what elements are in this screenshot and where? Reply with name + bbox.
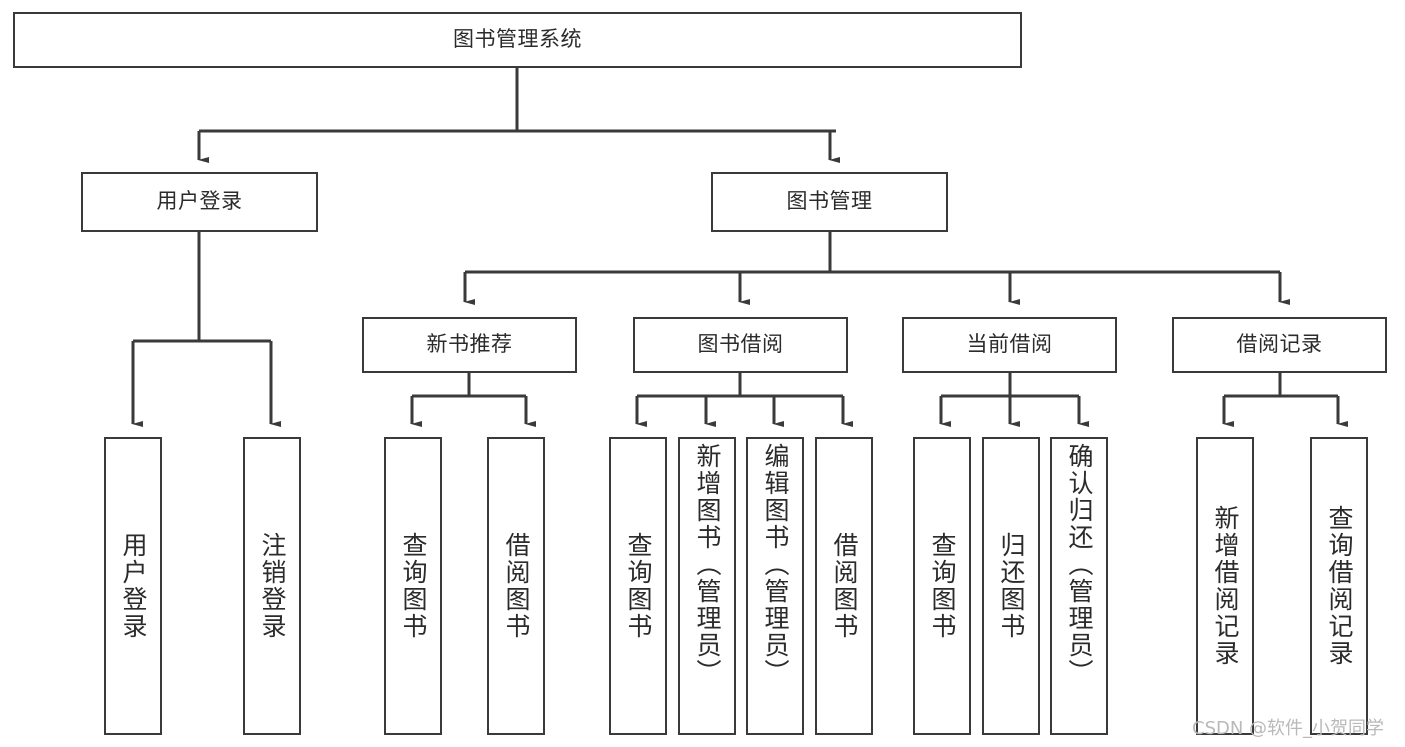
node-current-borrow[interactable]: 当前借阅 xyxy=(902,317,1117,373)
node-leaf-confirm-return-label: 确认归还（管理员） xyxy=(1065,443,1094,686)
node-new-book-rec-label: 新书推荐 xyxy=(426,332,513,357)
node-current-borrow-label: 当前借阅 xyxy=(966,332,1053,357)
node-leaf-add-record[interactable]: 新增借阅记录 xyxy=(1196,437,1254,735)
node-leaf-add-book-label: 新增图书（管理员） xyxy=(693,443,722,686)
node-user-login-label: 用户登录 xyxy=(156,189,243,214)
node-user-login[interactable]: 用户登录 xyxy=(81,172,318,232)
node-leaf-borrow-book-2-label: 借阅图书 xyxy=(830,532,859,640)
node-new-book-rec[interactable]: 新书推荐 xyxy=(362,317,577,373)
node-leaf-user-login-label: 用户登录 xyxy=(119,532,148,640)
node-book-manage[interactable]: 图书管理 xyxy=(711,172,948,232)
csdn-watermark: CSDN @软件_小贺同学 xyxy=(1192,718,1385,739)
node-leaf-edit-book-label: 编辑图书（管理员） xyxy=(761,443,790,686)
node-leaf-query-book-3[interactable]: 查询图书 xyxy=(913,437,971,735)
node-leaf-query-book-3-label: 查询图书 xyxy=(928,532,957,640)
node-leaf-edit-book[interactable]: 编辑图书（管理员） xyxy=(746,437,804,735)
node-leaf-borrow-book-1-label: 借阅图书 xyxy=(502,532,531,640)
node-leaf-query-book-2[interactable]: 查询图书 xyxy=(609,437,667,735)
node-book-borrow[interactable]: 图书借阅 xyxy=(633,317,848,373)
node-leaf-add-book[interactable]: 新增图书（管理员） xyxy=(678,437,736,735)
node-leaf-return-book[interactable]: 归还图书 xyxy=(982,437,1040,735)
node-leaf-query-book-1[interactable]: 查询图书 xyxy=(384,437,442,735)
node-borrow-record[interactable]: 借阅记录 xyxy=(1172,317,1387,373)
node-book-manage-label: 图书管理 xyxy=(786,189,873,214)
node-borrow-record-label: 借阅记录 xyxy=(1236,332,1323,357)
node-root[interactable]: 图书管理系统 xyxy=(13,12,1022,68)
node-leaf-query-record-label: 查询借阅记录 xyxy=(1325,505,1354,667)
node-leaf-confirm-return[interactable]: 确认归还（管理员） xyxy=(1050,437,1108,735)
node-leaf-user-logout-label: 注销登录 xyxy=(258,532,287,640)
node-leaf-add-record-label: 新增借阅记录 xyxy=(1211,505,1240,667)
node-leaf-query-book-1-label: 查询图书 xyxy=(399,532,428,640)
node-leaf-user-login[interactable]: 用户登录 xyxy=(104,437,162,735)
node-leaf-query-book-2-label: 查询图书 xyxy=(624,532,653,640)
node-leaf-query-record[interactable]: 查询借阅记录 xyxy=(1310,437,1368,735)
node-root-label: 图书管理系统 xyxy=(453,27,582,52)
node-leaf-return-book-label: 归还图书 xyxy=(997,532,1026,640)
node-leaf-borrow-book-1[interactable]: 借阅图书 xyxy=(487,437,545,735)
node-leaf-borrow-book-2[interactable]: 借阅图书 xyxy=(815,437,873,735)
node-leaf-user-logout[interactable]: 注销登录 xyxy=(243,437,301,735)
node-book-borrow-label: 图书借阅 xyxy=(697,332,784,357)
